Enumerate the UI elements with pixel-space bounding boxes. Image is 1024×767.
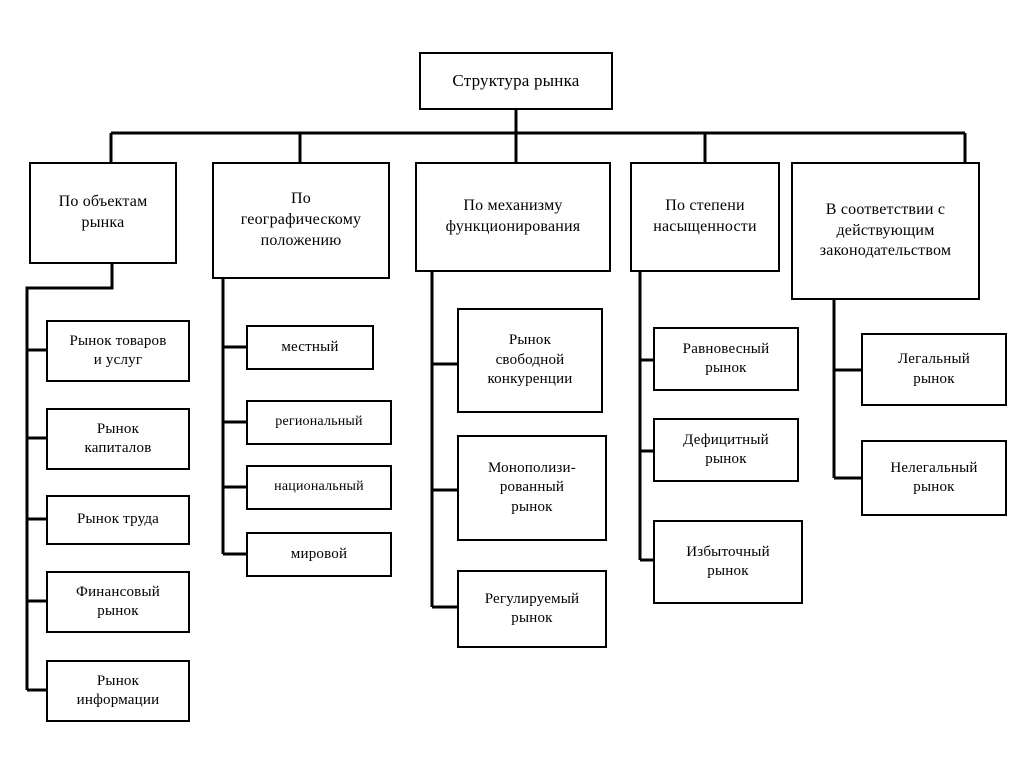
branch-node-po-mehanizmu-funkcionirovaniya[interactable]: По механизму функционирования (415, 162, 611, 272)
leaf-node-nacionalnyy[interactable]: национальный (246, 465, 392, 510)
leaf-node-deficitnyy-rynok[interactable]: Дефицитный рынок (653, 418, 799, 482)
root-node[interactable]: Структура рынка (419, 52, 613, 110)
leaf-node-rynok-svobodnoy-konkurencii[interactable]: Рынок свободной конкуренции (457, 308, 603, 413)
leaf-node-izbytochnyy-rynok[interactable]: Избыточный рынок (653, 520, 803, 604)
leaf-node-legalnyy-rynok[interactable]: Легальный рынок (861, 333, 1007, 406)
leaf-node-rynok-kapitalov[interactable]: Рынок капиталов (46, 408, 190, 470)
branch-node-v-sootvetstvii-s-zakonodatelstvom[interactable]: В соответствии с действующим законодател… (791, 162, 980, 300)
leaf-node-mirovoy[interactable]: мировой (246, 532, 392, 577)
leaf-node-rynok-informacii[interactable]: Рынок информации (46, 660, 190, 722)
branch-node-po-stepeni-nasyshchennosti[interactable]: По степени насыщенности (630, 162, 780, 272)
leaf-node-monopolizirovannyy-rynok[interactable]: Монополизи- рованный рынок (457, 435, 607, 541)
leaf-node-finansovyy-rynok[interactable]: Финансовый рынок (46, 571, 190, 633)
branch-node-po-geograficheskomu-polozheniyu[interactable]: По географическому положению (212, 162, 390, 279)
leaf-node-nelegalnyy-rynok[interactable]: Нелегальный рынок (861, 440, 1007, 516)
leaf-node-rynok-tovarov-i-uslug[interactable]: Рынок товаров и услуг (46, 320, 190, 382)
leaf-node-reguliruemyy-rynok[interactable]: Регулируемый рынок (457, 570, 607, 648)
leaf-node-mestnyy[interactable]: местный (246, 325, 374, 370)
leaf-node-rynok-truda[interactable]: Рынок труда (46, 495, 190, 545)
leaf-node-ravnovesnyy-rynok[interactable]: Равновесный рынок (653, 327, 799, 391)
branch-node-po-obektam-rynka[interactable]: По объектам рынка (29, 162, 177, 264)
leaf-node-regionalnyy[interactable]: региональный (246, 400, 392, 445)
